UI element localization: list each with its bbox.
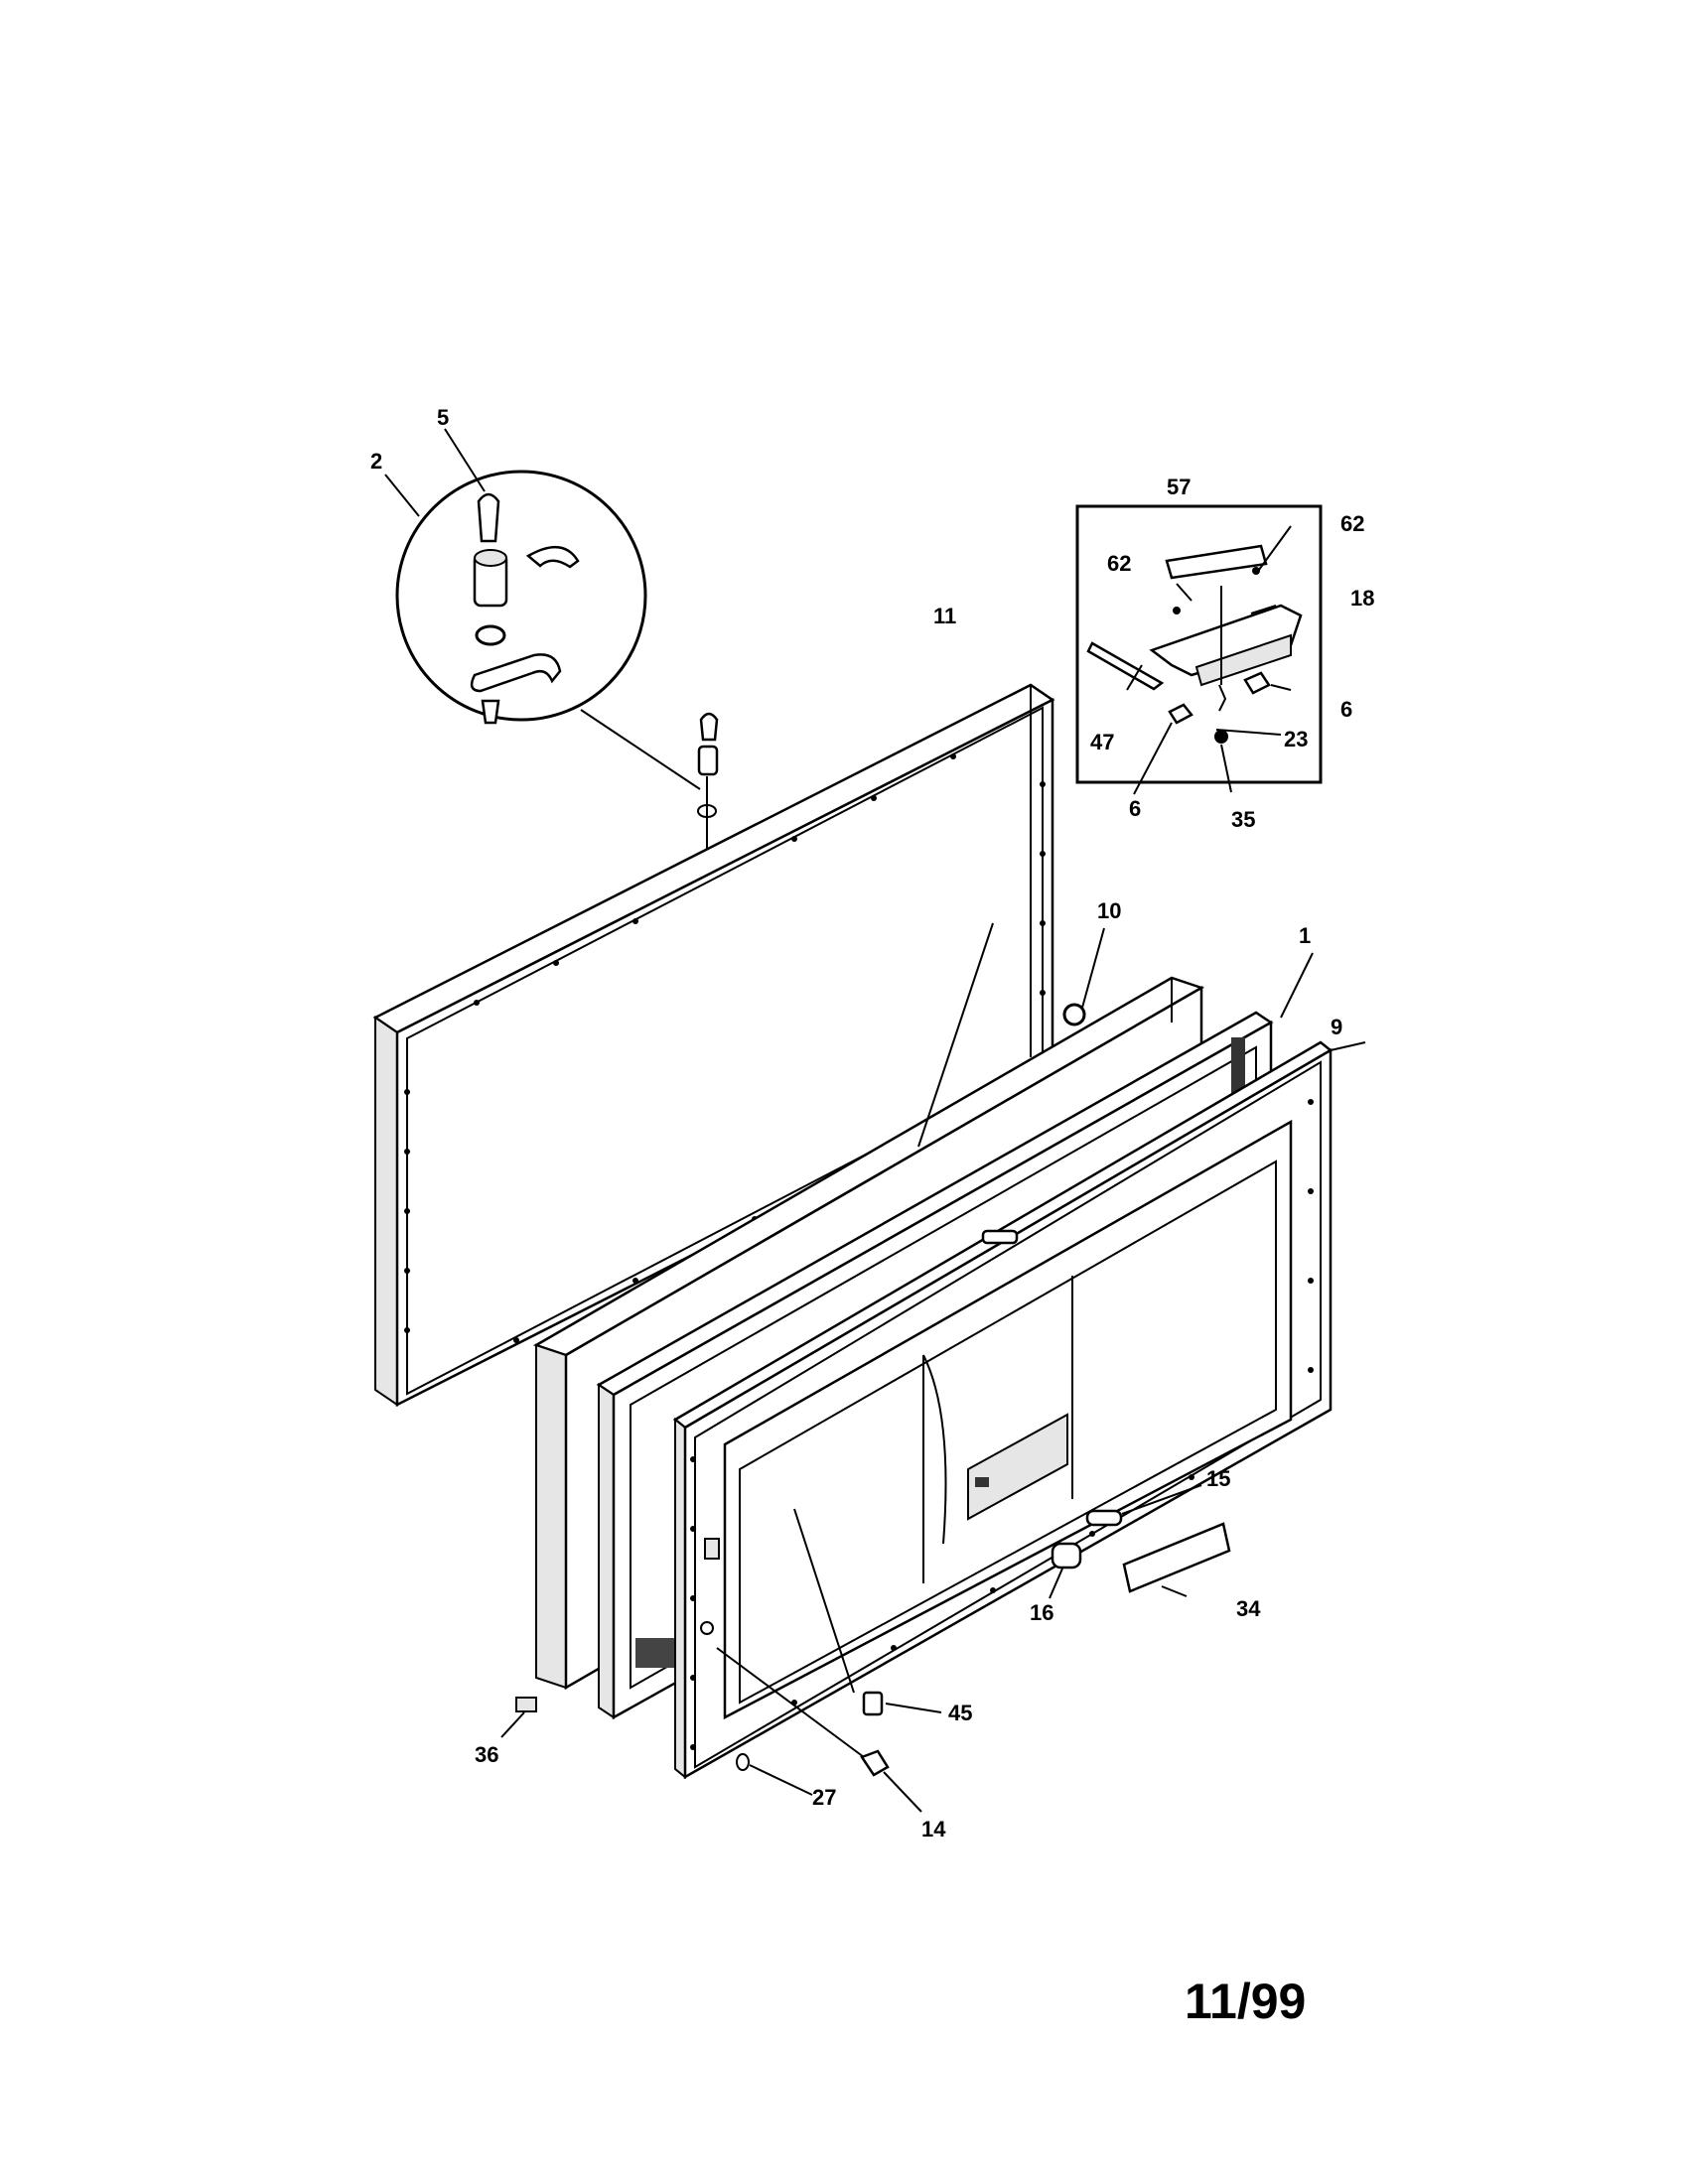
outer-door-panel xyxy=(672,1040,1333,1780)
label-item-27: 27 xyxy=(812,1785,836,1810)
bracket-36-shape xyxy=(515,1697,537,1712)
label-item-62-left: 62 xyxy=(1107,551,1131,576)
label-item-34: 34 xyxy=(1236,1596,1261,1621)
label-item-2: 2 xyxy=(370,449,382,474)
lock-key-shape xyxy=(477,492,500,543)
lamp-switch-shapes xyxy=(1051,1509,1123,1570)
label-item-6-left: 6 xyxy=(1129,796,1141,821)
part-labels: 5 2 11 57 62 62 18 47 6 6 23 35 10 1 9 1… xyxy=(370,405,1374,1842)
bumper-10-shape xyxy=(1062,1003,1086,1026)
label-item-5: 5 xyxy=(437,405,449,430)
revision-date: 11/99 xyxy=(1185,1974,1306,2029)
label-item-36: 36 xyxy=(475,1742,498,1767)
label-item-23: 23 xyxy=(1284,727,1308,751)
label-item-45: 45 xyxy=(948,1701,972,1725)
label-item-47: 47 xyxy=(1090,730,1114,754)
label-item-1: 1 xyxy=(1299,923,1311,948)
label-item-10: 10 xyxy=(1097,898,1121,923)
label-item-14: 14 xyxy=(921,1817,946,1842)
label-item-9: 9 xyxy=(1331,1015,1342,1039)
label-item-57: 57 xyxy=(1167,475,1191,499)
door-liner-panel xyxy=(372,683,1055,1408)
label-item-6-right: 6 xyxy=(1340,697,1352,722)
label-item-11: 11 xyxy=(933,604,956,628)
label-item-16: 16 xyxy=(1030,1600,1053,1625)
clip-45-shape xyxy=(862,1691,884,1716)
label-item-35: 35 xyxy=(1231,807,1255,832)
handle-detail-box xyxy=(1075,504,1323,784)
screw-27-shape xyxy=(736,1753,750,1771)
logo-strip-shape xyxy=(1122,1522,1231,1593)
leader-lines xyxy=(500,525,1366,1813)
label-item-18: 18 xyxy=(1350,586,1374,611)
lock-detail-callout xyxy=(384,428,701,790)
label-item-15: 15 xyxy=(1206,1466,1230,1491)
label-item-62-right: 62 xyxy=(1340,511,1364,536)
plug-14-shape xyxy=(860,1749,890,1777)
